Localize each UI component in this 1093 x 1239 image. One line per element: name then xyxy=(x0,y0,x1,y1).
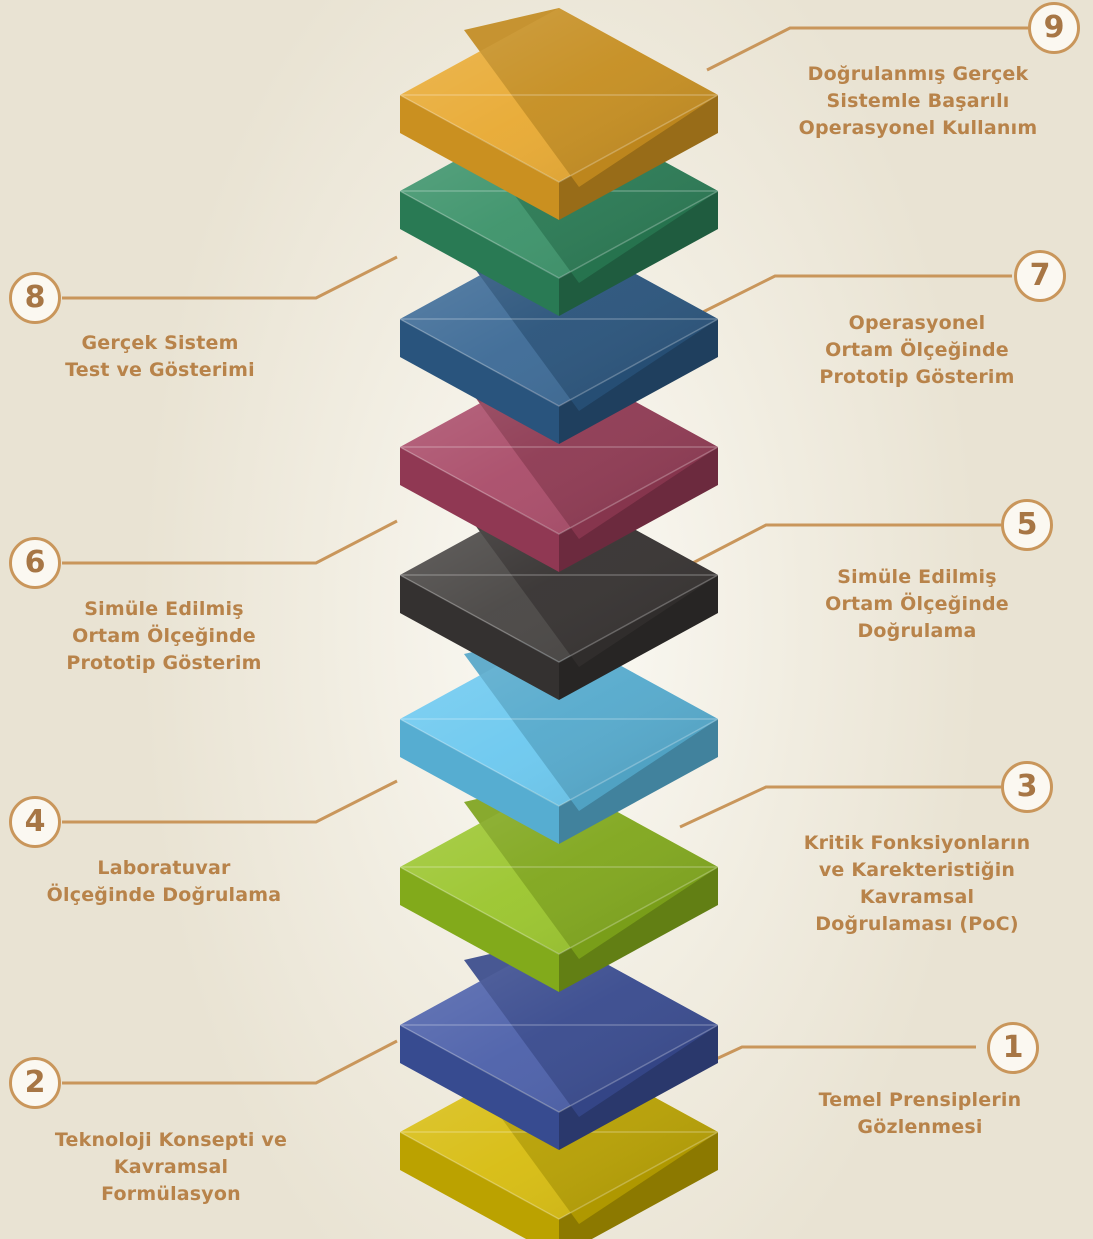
level-label-line: Kritik Fonksiyonların xyxy=(803,832,1031,854)
tile-top-sheen xyxy=(400,780,718,954)
tile-top-sheen xyxy=(400,632,718,806)
tile-right-face xyxy=(559,1025,718,1150)
tile-right-face xyxy=(559,319,718,444)
connector-line-2 xyxy=(62,1039,398,1085)
connector-line-8 xyxy=(62,255,398,300)
level-badge-6: 6 xyxy=(9,537,61,589)
tile-edge-highlight xyxy=(399,1024,719,1113)
level-label-line: Kavramsal xyxy=(859,886,975,908)
tile-top-sheen xyxy=(400,360,718,534)
level-label-line: Formülasyon xyxy=(101,1183,241,1205)
tile-edge-highlight xyxy=(399,866,719,955)
level-label-line: Test ve Gösterimi xyxy=(65,359,255,381)
connector-line-6 xyxy=(62,519,398,565)
level-label-line: Doğrulama xyxy=(857,620,977,642)
tile-level-2 xyxy=(399,938,719,1150)
level-label-line: Gerçek Sistem xyxy=(81,332,239,354)
connector-line-4 xyxy=(62,779,398,824)
level-label-line: Temel Prensiplerin xyxy=(818,1089,1022,1111)
level-label-line: Simüle Edilmiş xyxy=(84,598,244,620)
connector-line-9 xyxy=(706,26,1028,72)
level-label-line: Ortam Ölçeğinde xyxy=(72,625,256,647)
tile-level-4 xyxy=(399,632,719,844)
tile-right-face xyxy=(559,95,718,220)
tile-edge-highlight xyxy=(399,574,719,663)
tile-top-sheen xyxy=(400,488,718,662)
tile-right-face xyxy=(559,719,718,844)
tile-right-face xyxy=(559,867,718,992)
tile-stack xyxy=(399,8,719,1239)
tile-right-face xyxy=(559,447,718,572)
level-label-line: Prototip Gösterim xyxy=(66,652,262,674)
level-label-line: Prototip Gösterim xyxy=(819,366,1015,388)
tile-left-face xyxy=(400,447,559,572)
connector-line-5 xyxy=(684,523,1001,569)
level-label-line: Gözlenmesi xyxy=(857,1116,983,1138)
connector-lines xyxy=(62,26,1028,1087)
tile-left-face xyxy=(400,1132,559,1239)
level-badge-2: 2 xyxy=(9,1057,61,1109)
tile-top-sheen xyxy=(400,232,718,406)
level-label-line: Operasyonel Kullanım xyxy=(798,117,1038,139)
level-label-line: Sistemle Başarılı xyxy=(826,90,1010,112)
level-label-line: Ortam Ölçeğinde xyxy=(825,339,1009,361)
tile-level-9 xyxy=(399,8,719,220)
level-badge-8: 8 xyxy=(9,272,61,324)
tile-edge-highlight xyxy=(399,94,719,183)
tile-left-face xyxy=(400,95,559,220)
level-label-line: ve Karekteristiğin xyxy=(818,859,1016,881)
level-label-line: Doğrulaması (PoC) xyxy=(815,913,1019,935)
tile-left-face xyxy=(400,719,559,844)
tile-left-face xyxy=(400,1025,559,1150)
level-label-line: Operasyonel xyxy=(848,312,986,334)
level-badge-3: 3 xyxy=(1001,761,1053,813)
tile-left-face xyxy=(400,319,559,444)
level-label-line: Kavramsal xyxy=(113,1156,229,1178)
tile-level-7 xyxy=(399,232,719,444)
tile-edge-highlight xyxy=(399,446,719,535)
tile-top-sheen xyxy=(400,938,718,1112)
level-label-line: Simüle Edilmiş xyxy=(837,566,997,588)
tile-right-face xyxy=(559,575,718,700)
level-label-line: Teknoloji Konsepti ve xyxy=(54,1129,288,1151)
tile-right-face xyxy=(559,1132,718,1239)
level-label-line: Doğrulanmış Gerçek xyxy=(807,63,1029,85)
level-badge-5: 5 xyxy=(1001,499,1053,551)
tile-left-face xyxy=(400,191,559,316)
level-badge-1: 1 xyxy=(987,1022,1039,1074)
level-label-line: Ortam Ölçeğinde xyxy=(825,593,1009,615)
level-badge-7: 7 xyxy=(1014,250,1066,302)
level-label-line: Laboratuvar xyxy=(97,857,231,879)
level-label-line: Ölçeğinde Doğrulama xyxy=(46,884,282,906)
tile-right-face xyxy=(559,191,718,316)
tile-left-face xyxy=(400,867,559,992)
tile-left-face xyxy=(400,575,559,700)
connector-line-7 xyxy=(694,274,1012,318)
tile-edge-highlight xyxy=(399,718,719,807)
connector-line-3 xyxy=(679,785,1001,829)
tile-edge-highlight xyxy=(399,318,719,407)
level-badge-9: 9 xyxy=(1028,2,1080,54)
level-badge-4: 4 xyxy=(9,796,61,848)
tile-top-sheen xyxy=(400,8,718,182)
